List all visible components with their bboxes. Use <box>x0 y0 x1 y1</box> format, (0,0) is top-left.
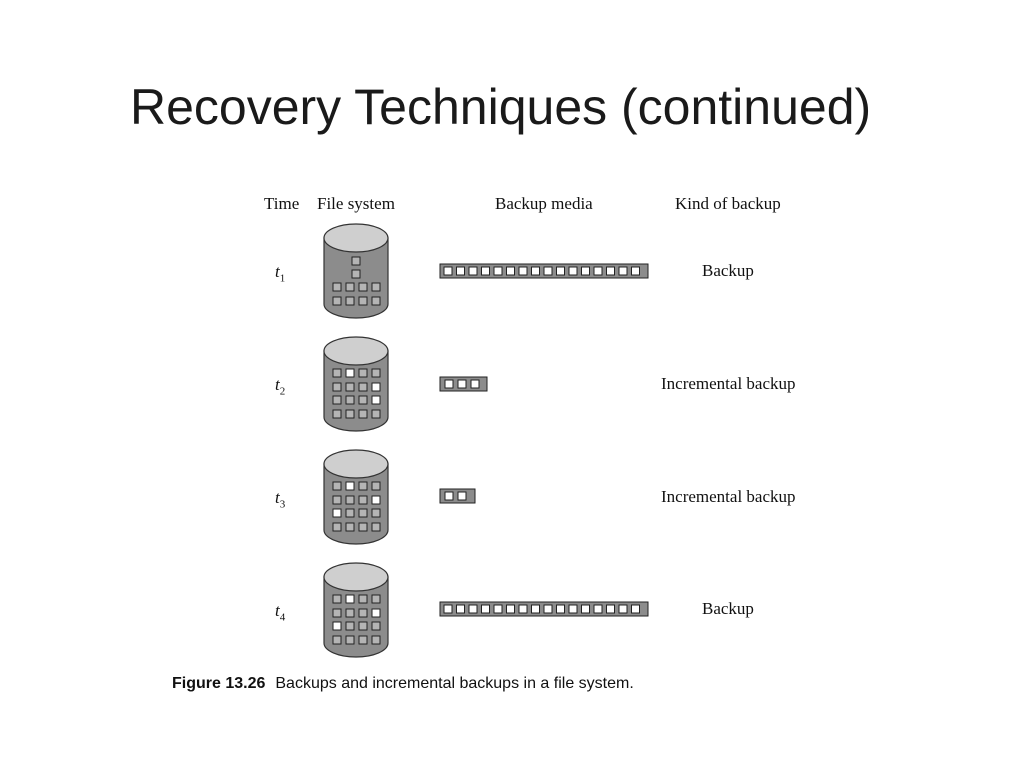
time-label-t4: t4 <box>275 601 285 623</box>
figure-caption: Figure 13.26 Backups and incremental back… <box>172 675 634 693</box>
kind-label-t3: Incremental backup <box>661 487 796 506</box>
time-letter: t <box>275 601 280 620</box>
time-subscript: 3 <box>279 498 286 511</box>
file-system-cylinder-t4 <box>323 562 389 658</box>
kind-label-t4: Backup <box>702 599 754 618</box>
header-kind-of-backup: Kind of backup <box>675 194 781 213</box>
file-system-cylinder-t1 <box>323 223 389 319</box>
time-subscript: 1 <box>279 272 286 285</box>
header-file-system: File system <box>317 194 395 213</box>
file-system-cylinder-t3 <box>323 449 389 545</box>
backup-media-strip-t3 <box>439 488 476 504</box>
time-label-t3: t3 <box>275 488 285 510</box>
header-backup-media: Backup media <box>495 194 593 213</box>
backup-media-strip-t1 <box>439 263 649 279</box>
time-subscript: 4 <box>279 611 286 624</box>
kind-label-t2: Incremental backup <box>661 374 796 393</box>
time-letter: t <box>275 375 280 394</box>
figure-caption-text: Backups and incremental backups in a fil… <box>275 675 634 692</box>
figure-number: Figure 13.26 <box>172 675 266 692</box>
time-letter: t <box>275 488 280 507</box>
slide-title: Recovery Techniques (continued) <box>130 79 872 135</box>
time-label-t2: t2 <box>275 375 285 397</box>
backup-media-strip-t4 <box>439 601 649 617</box>
kind-label-t1: Backup <box>702 261 754 280</box>
header-time: Time <box>264 194 300 213</box>
file-system-cylinder-t2 <box>323 336 389 432</box>
time-letter: t <box>275 262 280 281</box>
time-label-t1: t1 <box>275 262 285 284</box>
backup-media-strip-t2 <box>439 376 488 392</box>
time-subscript: 2 <box>279 385 286 398</box>
